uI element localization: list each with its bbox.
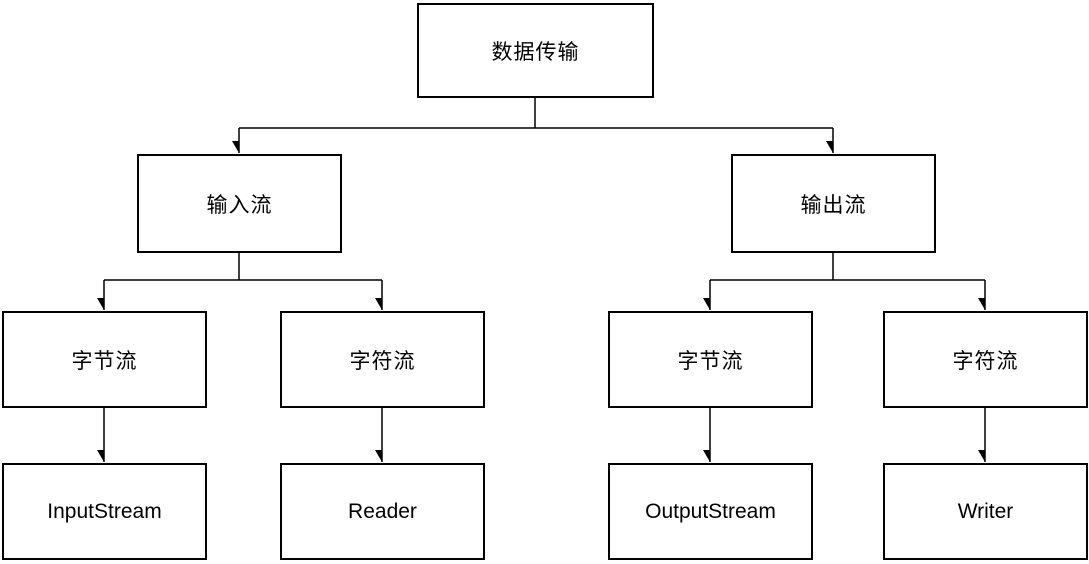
- node-label: 输入流: [206, 193, 273, 217]
- node-label: 字节流: [71, 349, 138, 373]
- node-inputstream-class: InputStream: [2, 463, 207, 560]
- node-label: OutputStream: [645, 499, 776, 523]
- node-input-byte-stream: 字节流: [2, 311, 207, 408]
- node-output-byte-stream: 字节流: [608, 311, 813, 408]
- node-label: 字符流: [952, 349, 1019, 373]
- node-label: Reader: [348, 499, 417, 523]
- node-reader-class: Reader: [280, 463, 485, 560]
- node-input-stream-cn: 输入流: [137, 154, 342, 253]
- node-output-char-stream: 字符流: [883, 311, 1088, 408]
- node-label: 数据传输: [491, 40, 580, 64]
- node-label: Writer: [957, 499, 1014, 523]
- node-label: InputStream: [47, 499, 162, 523]
- node-label: 字节流: [677, 349, 744, 373]
- node-label: 字符流: [349, 349, 416, 373]
- node-label: 输出流: [800, 193, 867, 217]
- node-data-transfer: 数据传输: [417, 3, 654, 98]
- node-outputstream-class: OutputStream: [608, 463, 813, 560]
- node-writer-class: Writer: [883, 463, 1088, 560]
- node-output-stream-cn: 输出流: [731, 154, 936, 253]
- node-input-char-stream: 字符流: [280, 311, 485, 408]
